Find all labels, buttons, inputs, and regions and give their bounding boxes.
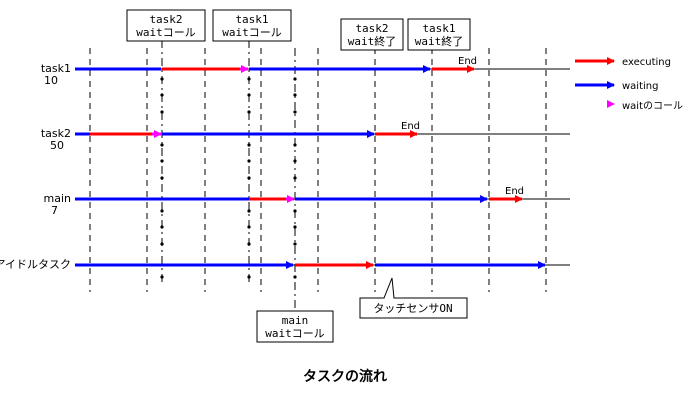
switch-lines <box>161 40 296 312</box>
callout-main-wait-call: main waitコール <box>256 310 334 343</box>
callout-line1: task1 <box>422 22 455 35</box>
row-priority-task1: 10 <box>44 74 58 87</box>
switch-dots <box>160 77 297 279</box>
time-grid <box>89 48 547 292</box>
callout-task1-wait-end: task1 wait終了 <box>407 18 471 51</box>
end-label-task2: End <box>401 121 420 132</box>
row-label-idle: アイドルタスク <box>0 258 71 271</box>
legend-wait-call-arrow <box>607 100 615 108</box>
timeline-baselines <box>75 68 570 266</box>
row-label-main: main <box>44 192 72 205</box>
callout-task2-wait-call: task2 waitコール <box>126 9 206 42</box>
row-priority-task2: 50 <box>50 139 64 152</box>
callout-line1: task2 <box>355 22 388 35</box>
legend: executing waiting waitのコール <box>575 57 683 112</box>
callout-line1: main <box>282 314 309 327</box>
callout-line1: タッチセンサON <box>373 302 452 315</box>
diagram-caption: タスクの流れ <box>303 369 387 385</box>
callout-line2: waitコール <box>265 327 325 340</box>
callout-task2-wait-end: task2 wait終了 <box>340 18 404 51</box>
row-priority-main: 7 <box>51 204 58 217</box>
legend-executing-label: executing <box>622 57 671 68</box>
callout-line2: waitコール <box>136 26 196 39</box>
callout-line2: wait終了 <box>348 34 397 48</box>
row-label-task1: task1 <box>41 62 71 75</box>
end-label-main: End <box>505 186 524 197</box>
callout-line2: wait終了 <box>415 34 464 48</box>
callout-task1-wait-call: task1 waitコール <box>212 9 292 42</box>
legend-waiting-label: waiting <box>622 81 658 92</box>
callout-line1: task1 <box>235 13 268 26</box>
legend-wait-call-label: waitのコール <box>622 101 683 112</box>
callout-line1: task2 <box>149 13 182 26</box>
end-label-task1: End <box>458 56 477 67</box>
callout-line2: waitコール <box>222 26 282 39</box>
row-labels: task1 10 task2 50 main 7 アイドルタスク <box>0 62 71 271</box>
callout-touch-sensor-on: タッチセンサON <box>359 277 468 319</box>
row-label-task2: task2 <box>41 127 71 140</box>
